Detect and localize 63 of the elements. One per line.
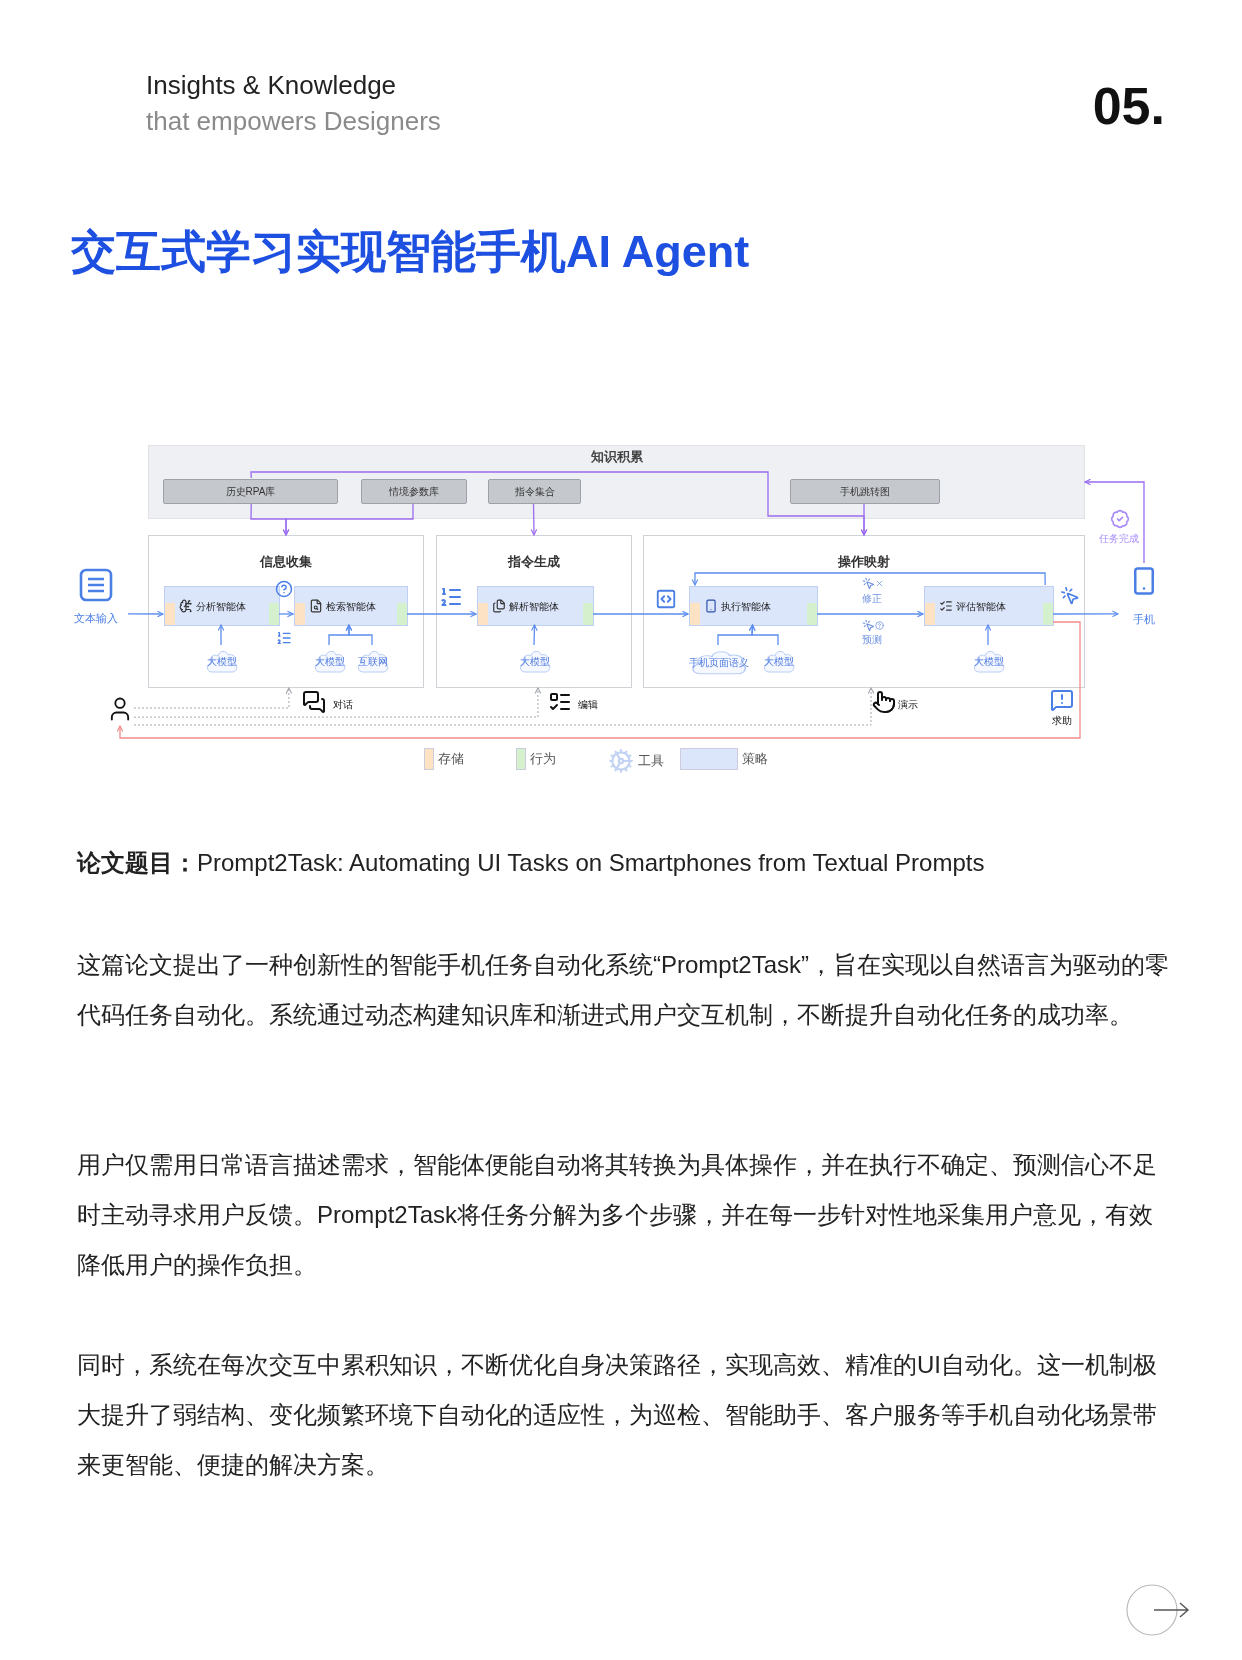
- dashed-arrow: [133, 687, 875, 726]
- store-box: 历史RPA库: [163, 479, 338, 504]
- arrow: [1084, 478, 1145, 564]
- panel-band: [148, 445, 1085, 519]
- icon-caption: 修正: [861, 592, 883, 606]
- arrow: [691, 572, 1046, 586]
- agent-box: [164, 586, 280, 626]
- arrow: [531, 624, 538, 646]
- store-box: 情境参数库: [361, 479, 467, 504]
- page-number: 05.: [1092, 80, 1165, 132]
- stage-box: [643, 535, 1085, 688]
- stage-heading: 信息收集: [258, 553, 313, 571]
- arrow: [748, 624, 779, 646]
- legend-label: 存储: [438, 750, 464, 769]
- agent-box: [294, 586, 408, 626]
- tagline: Insights & Knowledge: [146, 69, 397, 102]
- agent-box: [477, 586, 594, 626]
- agent-name: 检索智能体: [326, 599, 376, 614]
- arrow: [217, 624, 225, 646]
- arrow: [116, 621, 1081, 739]
- dashed-arrow: [133, 687, 293, 709]
- store-box: 指令集合: [488, 479, 581, 504]
- arrow: [816, 610, 924, 618]
- agent-box: [689, 586, 818, 626]
- arrow: [592, 610, 689, 618]
- tagline: that empowers Designers: [146, 105, 441, 138]
- panel-heading: 知识积累: [589, 448, 644, 466]
- arrow: [282, 502, 414, 536]
- paragraph: 这篇论文提出了一种创新性的智能手机任务自动化系统“Prompt2Task”，旨在实现以自然语言为驱动的零代码任务自动化。系统通过动态构建知识库和渐进式用户交互机制，不断提升自动化任务的成功率。: [77, 950, 1171, 1030]
- icon-caption: 编辑: [578, 698, 598, 712]
- arrow: [127, 610, 164, 618]
- stage-heading: 操作映射: [837, 553, 891, 571]
- dashed-arrow: [133, 687, 542, 718]
- arrow: [406, 610, 477, 618]
- icon-caption: 求助: [1051, 714, 1073, 728]
- store-box: 手机跳转图: [790, 479, 940, 504]
- arrow: [530, 502, 538, 536]
- paragraph: 同时，系统在每次交互中累积知识，不断优化自身决策路径，实现高效、精准的UI自动化。这一机制极大提升了弱结构、变化频繁环境下自动化的适应性，为巡检、智能助手、客户服务等手机自动化场景带来更智能、便捷的解决方案。: [77, 1350, 1158, 1480]
- stage-box: [148, 535, 424, 688]
- io-label: 文本输入: [74, 613, 118, 624]
- arrow: [984, 624, 992, 646]
- arrow: [860, 502, 868, 536]
- icon-caption: 任务完成: [1099, 532, 1139, 546]
- legend-label: 策略: [742, 750, 768, 769]
- agent-box: [924, 586, 1054, 626]
- icon-caption: 预测: [861, 633, 883, 647]
- arrow: [1052, 610, 1119, 618]
- paper-title: 论文题目：Prompt2Task: Automating UI Tasks on Smartphones from Textual Prompts: [77, 848, 986, 878]
- page-title: 交互式学习实现智能手机AI Agent: [71, 225, 750, 279]
- stage-heading: 指令生成: [506, 553, 561, 571]
- agent-name: 评估智能体: [956, 599, 1006, 614]
- icon-caption: 对话: [333, 698, 353, 712]
- agent-name: 分析智能体: [196, 599, 246, 614]
- agent-name: 解析智能体: [509, 599, 559, 614]
- icon-caption: 演示: [898, 698, 918, 712]
- agent-name: 执行智能体: [721, 599, 771, 614]
- arrow: [278, 610, 294, 618]
- legend-label: 行为: [530, 750, 556, 769]
- legend-label: 工具: [638, 752, 664, 771]
- io-label: 手机: [1133, 614, 1155, 625]
- arrow: [345, 624, 373, 646]
- paragraph: 用户仅需用日常语言描述需求，智能体便能自动将其转换为具体操作，并在执行不确定、预测信心不足时主动寻求用户反馈。Prompt2Task将任务分解为多个步骤，并在每一步针对性地采集用户意见，有效降低用户的操作负担。: [77, 1150, 1158, 1280]
- stage-box: [436, 535, 632, 688]
